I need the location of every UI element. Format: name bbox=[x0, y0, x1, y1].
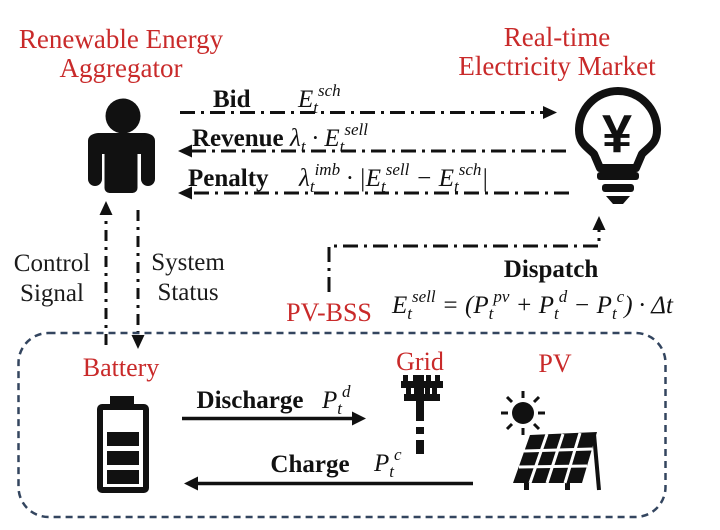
bid-label: Bid bbox=[213, 86, 251, 113]
revenue-arrow bbox=[178, 144, 566, 158]
aggregator-title-line1: Renewable Energy bbox=[19, 24, 224, 54]
solar-panel-icon bbox=[513, 432, 601, 491]
grid-label: Grid bbox=[396, 347, 444, 376]
market-title-line2: Electricity Market bbox=[458, 51, 656, 81]
revenue-formula: λt · Etsell bbox=[289, 120, 368, 156]
market-bulb-icon: ¥ bbox=[575, 87, 661, 204]
aggregator-person-icon bbox=[88, 98, 155, 193]
market-title-line1: Real-time bbox=[504, 22, 610, 52]
charge-formula: Ptc bbox=[373, 445, 402, 481]
dispatch-label: Dispatch bbox=[504, 256, 599, 283]
control-signal-label-line2: Signal bbox=[20, 280, 84, 307]
aggregator-title-line2: Aggregator bbox=[60, 53, 183, 83]
control-signal-label-line1: Control bbox=[14, 250, 90, 277]
pv-label: PV bbox=[538, 349, 571, 378]
system-status-label-line1: System bbox=[151, 249, 225, 276]
battery-label: Battery bbox=[83, 353, 160, 382]
pv-bss-label: PV-BSS bbox=[286, 298, 372, 327]
battery-icon bbox=[97, 396, 149, 493]
sun-icon bbox=[501, 391, 545, 435]
pv-bss-box bbox=[17, 331, 667, 519]
bid-arrow bbox=[180, 106, 557, 119]
revenue-label: Revenue bbox=[192, 125, 284, 152]
charge-arrow bbox=[184, 476, 473, 491]
bid-formula: Etsch bbox=[297, 81, 341, 117]
yen-symbol: ¥ bbox=[602, 104, 632, 164]
penalty-arrow bbox=[178, 186, 569, 200]
discharge-formula: Ptd bbox=[321, 382, 351, 418]
penalty-formula: λtimb · |Etsell − Etsch| bbox=[298, 160, 488, 196]
penalty-label: Penalty bbox=[188, 165, 269, 192]
control-signal-arrow bbox=[99, 201, 113, 345]
system-status-label-line2: Status bbox=[157, 279, 218, 306]
grid-pole-icon bbox=[401, 375, 443, 454]
charge-label: Charge bbox=[270, 451, 349, 478]
dispatch-formula: Etsell = (Ptpv + Ptd − Ptc) · Δt bbox=[391, 287, 674, 323]
dispatch-arrow bbox=[327, 216, 606, 292]
system-status-arrow bbox=[131, 210, 145, 349]
discharge-label: Discharge bbox=[197, 387, 304, 414]
discharge-arrow bbox=[182, 411, 366, 426]
